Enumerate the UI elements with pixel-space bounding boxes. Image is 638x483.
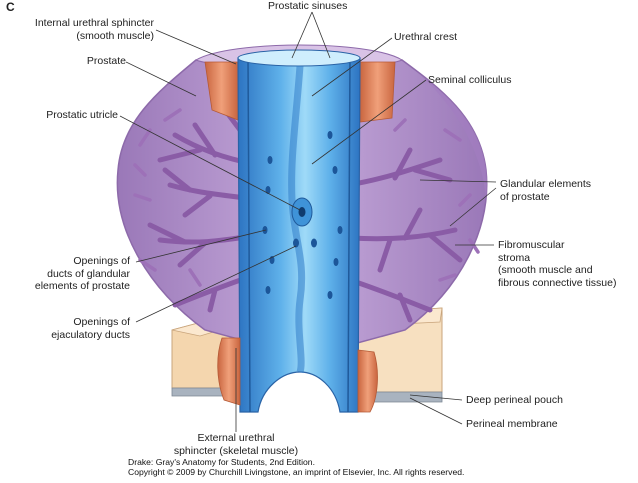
label-prostatic-utricle: Prostatic utricle (46, 109, 118, 121)
urethra (237, 49, 361, 413)
label-prostate: Prostate (86, 55, 126, 67)
glandular-ducts-right-small (393, 118, 480, 282)
leader-lines (119, 11, 497, 432)
credit-copyright: Copyright © 2009 by Churchill Livingston… (128, 467, 465, 477)
glandular-ducts-left-small (133, 108, 202, 287)
label-prostatic-sinuses: Prostatic sinuses (268, 0, 348, 12)
label-fibromuscular-stroma: Fibromuscular stroma (smooth muscle and … (498, 239, 617, 289)
label-glandular-elements: Glandular elements of prostate (500, 178, 592, 203)
label-deep-perineal-pouch: Deep perineal pouch (466, 394, 563, 406)
label-urethral-crest: Urethral crest (394, 31, 458, 43)
credit-source: Drake: Gray's Anatomy for Students, 2nd … (128, 457, 315, 467)
label-seminal-colliculus: Seminal colliculus (428, 74, 512, 86)
panel-letter: C (6, 0, 15, 14)
internal-urethral-sphincter (204, 61, 396, 123)
duct-openings (262, 131, 343, 299)
label-openings-ejaculatory-ducts: Openings of ejaculatory ducts (51, 316, 130, 341)
label-external-urethral-sphincter: External urethral sphincter (skeletal mu… (173, 432, 299, 457)
label-internal-urethral-sphincter: Internal urethral sphincter (smooth musc… (34, 17, 154, 42)
external-urethral-sphincter (217, 337, 378, 413)
label-openings-glandular-ducts: Openings of ducts of glandular elements … (34, 255, 130, 292)
label-perineal-membrane: Perineal membrane (466, 418, 558, 430)
